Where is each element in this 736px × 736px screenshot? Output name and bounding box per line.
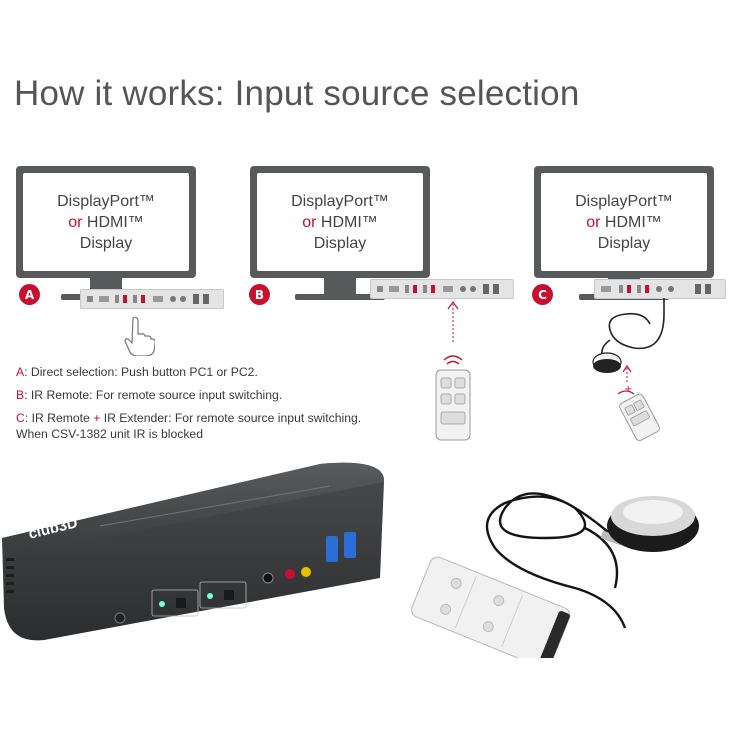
monitor-screen: DisplayPort™ or HDMI™ Display (23, 173, 189, 271)
legend-item-a: A: Direct selection: Push button PC1 or … (16, 365, 258, 379)
monitor: DisplayPort™ or HDMI™ Display (534, 166, 714, 278)
ir-remote-signal-icon (435, 300, 471, 441)
monitor: DisplayPort™ or HDMI™ Display (250, 166, 430, 278)
screen-line-3: Display (313, 234, 367, 252)
page-title: How it works: Input source selection (14, 74, 580, 113)
monitor-screen: DisplayPort™ or HDMI™ Display (541, 173, 707, 271)
panel-c: DisplayPort™ or HDMI™ Display (534, 166, 714, 300)
kvm-switch-product-image (2, 462, 385, 641)
switch-ports-icon (377, 284, 499, 294)
ir-extender-diagram-icon: + (592, 298, 665, 442)
screen-or: or (302, 213, 317, 231)
svg-text:+: + (624, 384, 632, 395)
hand-pointer-icon (124, 316, 155, 356)
screen-or: or (68, 213, 83, 231)
kvm-switch-front (80, 289, 224, 309)
screen-line-2: HDMI™ (82, 213, 144, 231)
panel-a: DisplayPort™ or HDMI™ Display (16, 166, 196, 300)
screen-line-1: DisplayPort™ (291, 192, 389, 210)
screen-or: or (586, 213, 601, 231)
screen-line-1: DisplayPort™ (575, 192, 673, 210)
kvm-switch-front (370, 279, 514, 299)
screen-line-3: Display (79, 234, 133, 252)
monitor-neck (324, 278, 356, 294)
screen-line-3: Display (597, 234, 651, 252)
monitor-screen: DisplayPort™ or HDMI™ Display (257, 173, 423, 271)
ir-extender-remote-image (411, 492, 699, 658)
monitor-base (295, 294, 385, 300)
panel-badge-c: C (532, 284, 553, 305)
kvm-switch-front (594, 279, 726, 299)
switch-ports-icon (601, 284, 711, 294)
legend-item-c-note: When CSV-1382 unit IR is blocked (16, 427, 203, 441)
switch-ports-icon (87, 294, 209, 304)
panel-badge-a: A (19, 284, 40, 305)
screen-line-1: DisplayPort™ (57, 192, 155, 210)
panel-b: DisplayPort™ or HDMI™ Display (250, 166, 430, 300)
screen-line-2: HDMI™ (600, 213, 662, 231)
legend-item-c: C: IR Remote + IR Extender: For remote s… (16, 411, 362, 425)
screen-line-2: HDMI™ (316, 213, 378, 231)
legend-item-b: B: IR Remote: For remote source input sw… (16, 388, 283, 402)
monitor: DisplayPort™ or HDMI™ Display (16, 166, 196, 278)
panel-badge-b: B (249, 284, 270, 305)
